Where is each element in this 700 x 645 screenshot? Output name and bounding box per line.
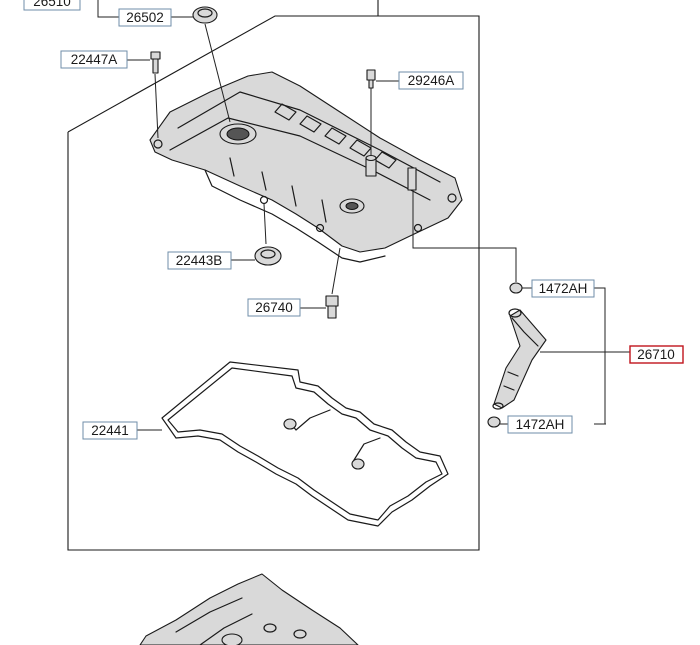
leader-lines xyxy=(97,0,630,431)
svg-text:1472AH: 1472AH xyxy=(516,417,565,432)
valve-cover-gasket-drawing xyxy=(161,361,449,527)
gasket-ring-22443b-drawing xyxy=(254,203,282,266)
label-22443b[interactable]: 22443B xyxy=(167,251,232,270)
assembly-frame xyxy=(67,0,480,551)
bolt-22447a-drawing xyxy=(150,51,161,139)
oil-filler-cap-drawing xyxy=(192,6,231,123)
cylinder-head-partial-drawing xyxy=(139,573,359,645)
svg-text:1472AH: 1472AH xyxy=(539,281,588,296)
pcv-hose-drawing xyxy=(492,308,547,410)
label-26510[interactable]: 26510 xyxy=(23,0,81,11)
label-22441[interactable]: 22441 xyxy=(82,421,138,440)
svg-text:22443B: 22443B xyxy=(176,253,223,268)
label-26502[interactable]: 26502 xyxy=(118,8,172,27)
svg-text:26710: 26710 xyxy=(637,347,675,362)
label-26710[interactable]: 26710 xyxy=(629,345,684,364)
svg-text:26510: 26510 xyxy=(33,0,71,9)
label-1472ah-bottom[interactable]: 1472AH xyxy=(507,415,573,434)
svg-text:29246A: 29246A xyxy=(408,73,455,88)
label-22447a[interactable]: 22447A xyxy=(60,50,128,69)
hose-clamp-top-drawing xyxy=(509,282,523,294)
svg-text:22447A: 22447A xyxy=(71,52,118,67)
rocker-cover-drawing xyxy=(149,71,463,263)
svg-text:26740: 26740 xyxy=(255,300,293,315)
label-29246a[interactable]: 29246A xyxy=(398,71,464,90)
svg-text:22441: 22441 xyxy=(91,423,129,438)
label-26740[interactable]: 26740 xyxy=(247,298,301,317)
sensor-29246a-drawing xyxy=(366,69,376,156)
sensor-26740-drawing xyxy=(325,247,341,319)
hose-clamp-bottom-drawing xyxy=(487,416,501,428)
svg-text:26502: 26502 xyxy=(126,10,164,25)
label-1472ah-top[interactable]: 1472AH xyxy=(531,279,595,298)
